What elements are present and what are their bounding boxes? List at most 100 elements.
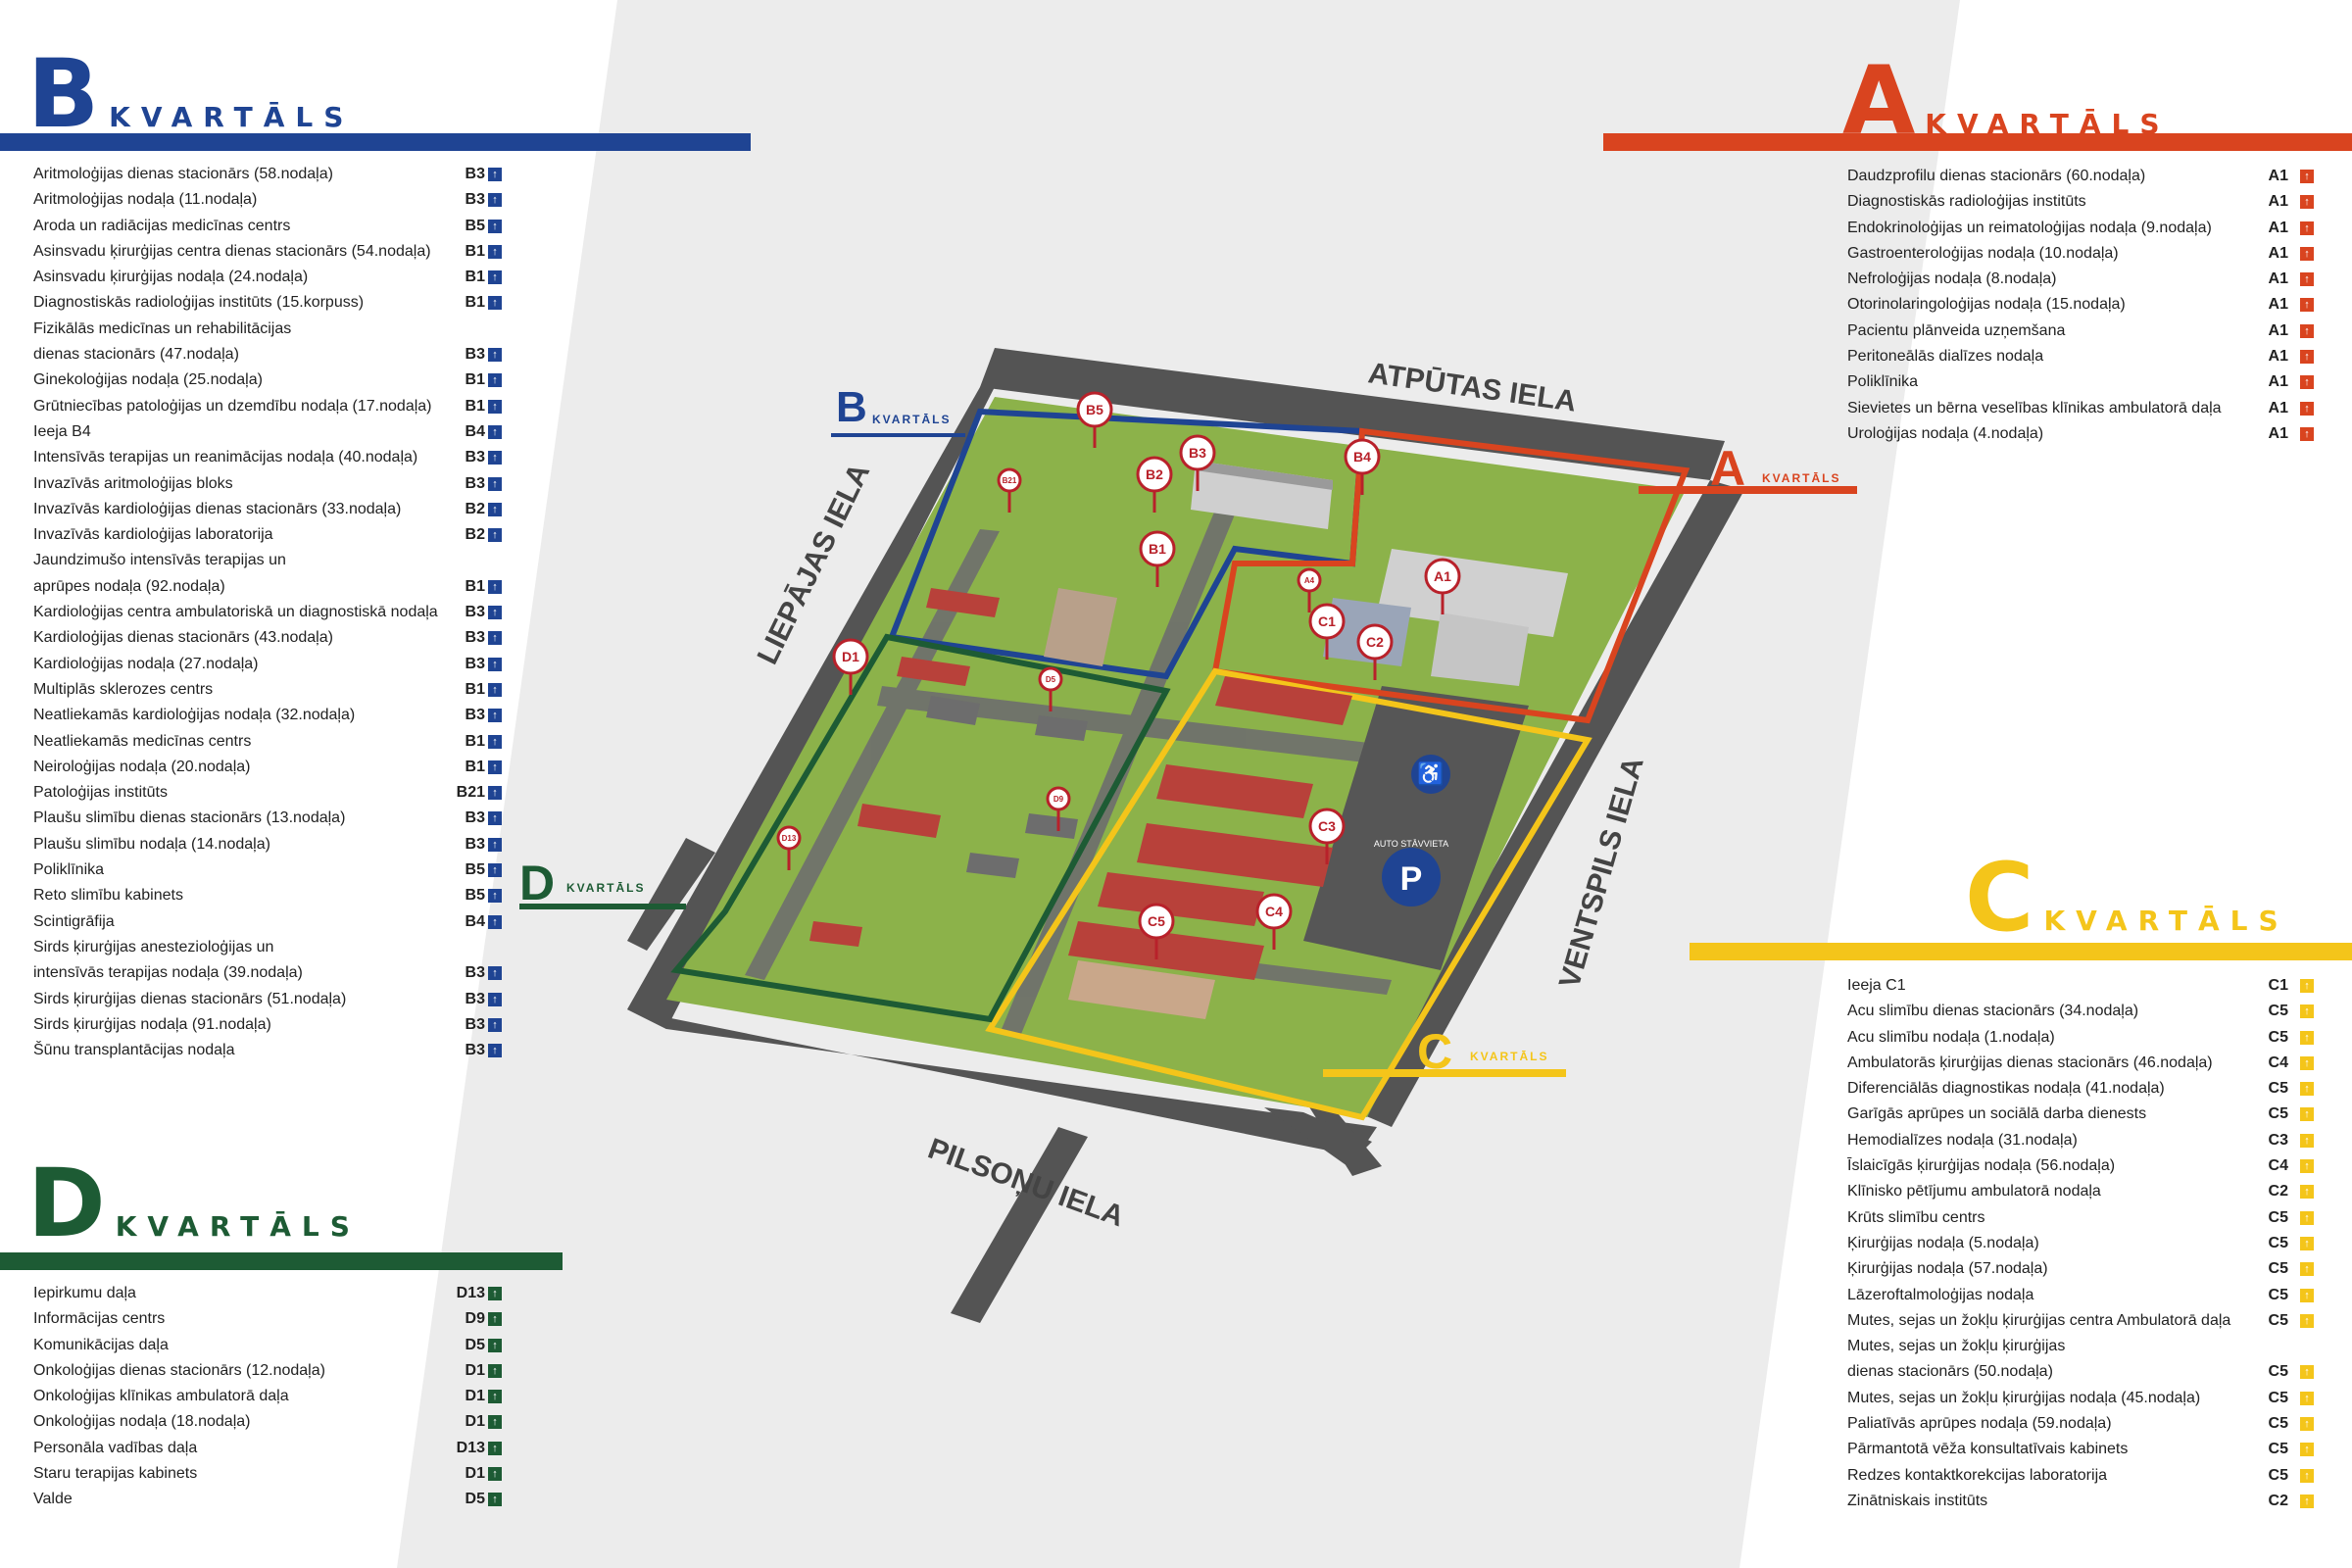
directory-row[interactable]: intensīvās terapijas nodaļa (39.nodaļa)B… [33, 960, 504, 986]
map-marker-a1[interactable]: A1 [1424, 558, 1461, 614]
arrow-up-icon: ↑ [2300, 1365, 2314, 1380]
directory-row[interactable]: Sirds ķirurģijas dienas stacionārs (51.n… [33, 987, 504, 1012]
directory-row[interactable]: Aritmoloģijas dienas stacionārs (58.noda… [33, 162, 504, 187]
directory-row[interactable]: Jaundzimušo intensīvās terapijas un [33, 548, 504, 573]
directory-row[interactable]: Sirds ķirurģijas anestezioloģijas un [33, 935, 504, 960]
directory-row[interactable]: Sievietes un bērna veselības klīnikas am… [1847, 396, 2314, 421]
directory-row[interactable]: Neiroloģijas nodaļa (20.nodaļa)B1↑ [33, 755, 504, 780]
arrow-up-icon: ↑ [488, 424, 502, 439]
directory-row[interactable]: Ambulatorās ķirurģijas dienas stacionārs… [1847, 1051, 2314, 1076]
directory-row[interactable]: Mutes, sejas un žokļu ķirurģijas nodaļa … [1847, 1386, 2314, 1411]
directory-row[interactable]: Onkoloģijas nodaļa (18.nodaļa)D1↑ [33, 1409, 504, 1435]
directory-row[interactable]: Otorinolaringoloģijas nodaļa (15.nodaļa)… [1847, 292, 2314, 318]
directory-row[interactable]: Uroloģijas nodaļa (4.nodaļa)A1↑ [1847, 421, 2314, 447]
map-marker-c3[interactable]: C3 [1308, 808, 1346, 864]
map-marker-d1[interactable]: D1 [832, 638, 869, 695]
directory-row[interactable]: Īslaicīgās ķirurģijas nodaļa (56.nodaļa)… [1847, 1153, 2314, 1179]
directory-row[interactable]: Paliatīvās aprūpes nodaļa (59.nodaļa)C5↑ [1847, 1411, 2314, 1437]
map-marker-c1[interactable]: C1 [1308, 603, 1346, 660]
directory-row[interactable]: Endokrinoloģijas un reimatoloģijas nodaļ… [1847, 216, 2314, 241]
directory-row[interactable]: Diferenciālās diagnostikas nodaļa (41.no… [1847, 1076, 2314, 1102]
parking-area[interactable]: ♿ P AUTO STĀVVIETA [1374, 755, 1450, 906]
directory-row[interactable]: Aritmoloģijas nodaļa (11.nodaļa)B3↑ [33, 187, 504, 213]
directory-row[interactable]: Diagnostiskās radioloģijas institūts (15… [33, 290, 504, 316]
directory-row[interactable]: Kardioloģijas dienas stacionārs (43.noda… [33, 625, 504, 651]
directory-row[interactable]: Neatliekamās kardioloģijas nodaļa (32.no… [33, 703, 504, 728]
map-marker-c4[interactable]: C4 [1255, 893, 1293, 950]
map-marker-b2[interactable]: B2 [1136, 456, 1173, 513]
directory-row[interactable]: Fizikālās medicīnas un rehabilitācijas [33, 317, 504, 342]
arrow-up-icon: ↑ [488, 863, 502, 878]
map-marker-b21[interactable]: B21 [997, 467, 1022, 513]
directory-row[interactable]: Hemodialīzes nodaļa (31.nodaļa)C3↑ [1847, 1128, 2314, 1153]
directory-item-name: dienas stacionārs (47.nodaļa) [33, 346, 239, 364]
directory-row[interactable]: Onkoloģijas dienas stacionārs (12.nodaļa… [33, 1358, 504, 1384]
directory-row[interactable]: Nefroloģijas nodaļa (8.nodaļa)A1↑ [1847, 267, 2314, 292]
map-marker-c5[interactable]: C5 [1138, 903, 1175, 959]
directory-row[interactable]: Intensīvās terapijas un reanimācijas nod… [33, 445, 504, 470]
directory-row[interactable]: Acu slimību dienas stacionārs (34.nodaļa… [1847, 999, 2314, 1024]
map-marker-c2[interactable]: C2 [1356, 623, 1394, 680]
map-marker-a4[interactable]: A4 [1297, 567, 1322, 612]
directory-row[interactable]: Plaušu slimību dienas stacionārs (13.nod… [33, 806, 504, 831]
directory-row[interactable]: Ķirurģijas nodaļa (5.nodaļa)C5↑ [1847, 1231, 2314, 1256]
directory-row[interactable]: Grūtniecības patoloģijas un dzemdību nod… [33, 394, 504, 419]
directory-row[interactable]: Mutes, sejas un žokļu ķirurģijas centra … [1847, 1308, 2314, 1334]
directory-row[interactable]: Ķirurģijas nodaļa (57.nodaļa)C5↑ [1847, 1256, 2314, 1282]
map-marker-b1[interactable]: B1 [1139, 530, 1176, 587]
map-marker-b3[interactable]: B3 [1179, 434, 1216, 491]
directory-row[interactable]: Mutes, sejas un žokļu ķirurģijas [1847, 1334, 2308, 1359]
directory-row[interactable]: Acu slimību nodaļa (1.nodaļa)C5↑ [1847, 1025, 2314, 1051]
map-marker-d13[interactable]: D13 [776, 825, 802, 870]
directory-row[interactable]: Sirds ķirurģijas nodaļa (91.nodaļa)B3↑ [33, 1012, 504, 1038]
directory-row[interactable]: dienas stacionārs (50.nodaļa)C5↑ [1847, 1359, 2314, 1385]
directory-row[interactable]: Garīgās aprūpes un sociālā darba dienest… [1847, 1102, 2314, 1127]
directory-row[interactable]: Gastroenteroloģijas nodaļa (10.nodaļa)A1… [1847, 241, 2314, 267]
directory-row[interactable]: Asinsvadu ķirurģijas nodaļa (24.nodaļa)B… [33, 265, 504, 290]
directory-row[interactable]: dienas stacionārs (47.nodaļa)B3↑ [33, 342, 504, 368]
directory-row[interactable]: Invazīvās kardioloģijas dienas stacionār… [33, 497, 504, 522]
map-marker-b4[interactable]: B4 [1344, 438, 1381, 495]
directory-row[interactable]: Asinsvadu ķirurģijas centra dienas staci… [33, 239, 504, 265]
directory-row[interactable]: Ginekoloģijas nodaļa (25.nodaļa)B1↑ [33, 368, 504, 393]
map-marker-d5[interactable]: D5 [1038, 666, 1063, 711]
directory-row[interactable]: Kardioloģijas nodaļa (27.nodaļa)B3↑ [33, 652, 504, 677]
map-marker-b5[interactable]: B5 [1076, 391, 1113, 448]
directory-row[interactable]: Kardioloģijas centra ambulatoriskā un di… [33, 600, 504, 625]
directory-row[interactable]: aprūpes nodaļa (92.nodaļa)B1↑ [33, 574, 504, 600]
directory-row[interactable]: Plaušu slimību nodaļa (14.nodaļa)B3↑ [33, 832, 504, 858]
directory-row[interactable]: Daudzprofilu dienas stacionārs (60.nodaļ… [1847, 164, 2314, 189]
map-marker-d9[interactable]: D9 [1046, 786, 1071, 831]
